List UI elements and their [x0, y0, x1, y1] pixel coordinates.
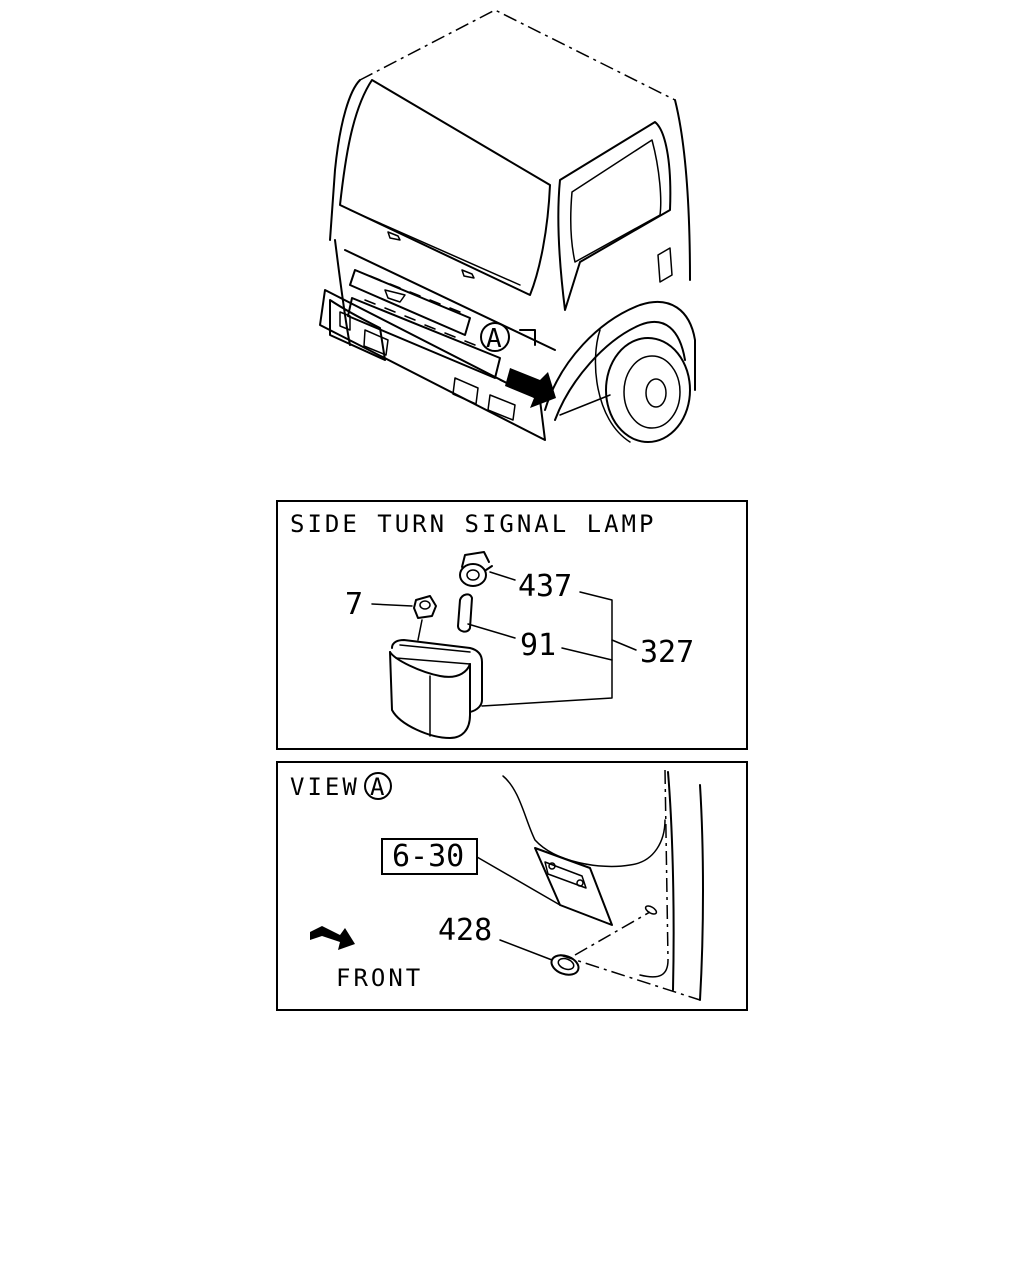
- callout-428: 428: [438, 913, 492, 948]
- nut-part: [413, 595, 437, 619]
- ref-box-6-30-label: 6-30: [392, 839, 464, 874]
- front-label: FRONT: [336, 964, 423, 992]
- view-a-marker-label: A: [486, 324, 502, 354]
- panel-title-view: VIEW: [290, 773, 360, 801]
- view-a-circle-label: A: [370, 773, 385, 801]
- view-a-panel: VIEW A 6-30 428 FRONT: [276, 761, 748, 1011]
- side-turn-signal-lamp-panel: SIDE TURN SIGNAL LAMP 437 91 7: [276, 500, 748, 750]
- view-a-marker: [480, 322, 510, 352]
- callout-327: 327: [640, 635, 694, 670]
- truck-cab-illustration: A: [319, 9, 696, 443]
- callout-437: 437: [518, 569, 572, 604]
- bulb-part: [457, 593, 473, 633]
- front-arrow-icon: [310, 926, 355, 950]
- panel-title: SIDE TURN SIGNAL LAMP: [290, 510, 656, 538]
- lamp-mount-plate: [534, 847, 613, 926]
- lamp-housing-part: [389, 639, 483, 739]
- grommet-part: [550, 954, 580, 976]
- view-direction-arrow-icon: [505, 368, 556, 408]
- callout-91: 91: [520, 628, 556, 663]
- callout-7: 7: [345, 587, 363, 622]
- view-a-circle: [364, 772, 392, 800]
- socket-part: [459, 551, 493, 587]
